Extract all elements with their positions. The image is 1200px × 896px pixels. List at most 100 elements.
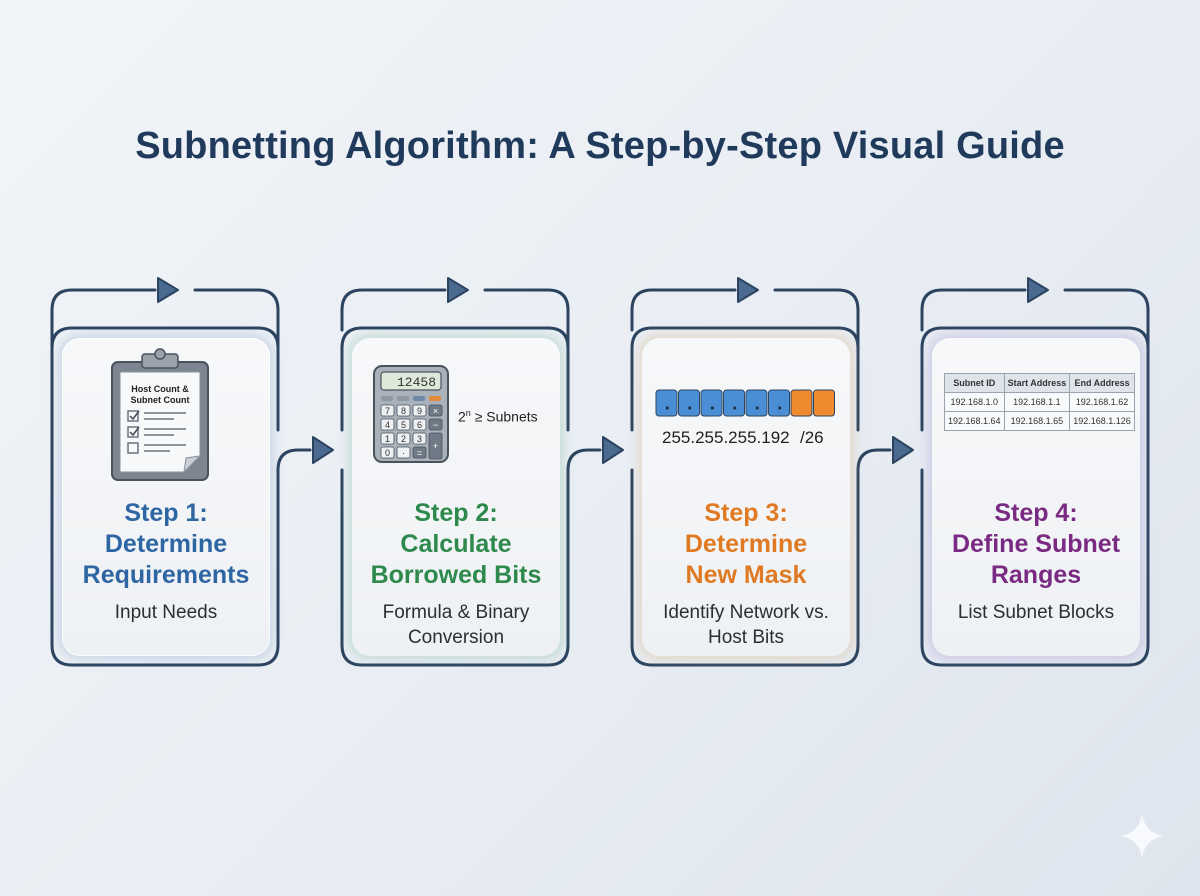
arrow-head-icon bbox=[602, 436, 624, 464]
step-title-line: Determine bbox=[104, 530, 228, 558]
calculator-key-label: · bbox=[402, 448, 405, 458]
network-bit-segment bbox=[700, 389, 723, 417]
calculator-key-label: = bbox=[417, 448, 422, 458]
arrow-head-icon bbox=[157, 277, 179, 303]
outer-frame-2 bbox=[340, 448, 602, 667]
step-title-line: Define Subnet bbox=[951, 530, 1121, 558]
calculator-key bbox=[396, 418, 411, 431]
formula: 2n ≥ Subnets bbox=[458, 408, 538, 425]
page-title: Subnetting Algorithm: A Step-by-Step Vis… bbox=[135, 125, 1065, 167]
outer-frame-3 bbox=[630, 448, 892, 667]
inner-frame-2 bbox=[340, 326, 570, 432]
step-title-line: New Mask bbox=[685, 561, 807, 589]
arrow-head-icon bbox=[737, 277, 759, 303]
loop-line-1 bbox=[50, 288, 157, 332]
formula-exponent: n bbox=[465, 408, 471, 418]
bit-mask-bar-icon bbox=[655, 389, 835, 417]
calculator-key-label: 8 bbox=[401, 406, 406, 416]
loop-line-2b bbox=[483, 288, 570, 432]
step-title-line: Step 3: bbox=[704, 499, 788, 527]
step-subtitle: Input Needs bbox=[62, 600, 270, 625]
arrow-head-icon bbox=[447, 277, 469, 303]
calculator-key bbox=[396, 432, 411, 445]
step-card-3: 255.255.255.192 /26 Step 3: Determine Ne… bbox=[642, 338, 850, 656]
arrow-head-icon bbox=[312, 436, 334, 464]
table-row: 192.168.1.0 192.168.1.1 192.168.1.62 bbox=[944, 392, 1135, 412]
step-title-line: Step 4: bbox=[994, 499, 1078, 527]
table-cell: 192.168.1.65 bbox=[1003, 411, 1071, 431]
step-subtitle-line: List Subnet Blocks bbox=[957, 602, 1115, 623]
step-title-line: Step 1: bbox=[124, 499, 208, 527]
calculator-key-label: 1 bbox=[385, 434, 390, 444]
network-bit-segment bbox=[678, 389, 700, 417]
outer-frame-1 bbox=[50, 328, 312, 667]
segment-dot bbox=[665, 406, 669, 410]
step-subtitle-line: Conversion bbox=[407, 627, 505, 648]
loop-line-4b bbox=[920, 288, 1150, 667]
calculator-key-label: − bbox=[433, 420, 438, 430]
calculator-key bbox=[428, 432, 443, 460]
step-title-line: Ranges bbox=[990, 561, 1082, 589]
step-card-4: Subnet ID Start Address End Address 192.… bbox=[932, 338, 1140, 656]
step-subtitle: List Subnet Blocks bbox=[932, 600, 1140, 625]
step-subtitle-line: Formula & Binary bbox=[382, 602, 530, 623]
calculator-key bbox=[380, 432, 395, 445]
table-cell: 192.168.1.64 bbox=[944, 411, 1005, 431]
step-subtitle: Identify Network vs. Host Bits bbox=[642, 600, 850, 650]
column-header: End Address bbox=[1069, 373, 1135, 393]
calculator-key bbox=[380, 418, 395, 431]
network-bit-segment bbox=[723, 389, 745, 417]
step-title-line: Step 2: bbox=[414, 499, 498, 527]
calculator-key-label: 3 bbox=[417, 434, 422, 444]
clipboard-text-line1: Host Count & bbox=[131, 384, 189, 394]
inner-frame-4 bbox=[920, 326, 1150, 432]
calculator-key bbox=[412, 446, 427, 459]
network-bit-segment bbox=[768, 389, 790, 417]
table-row: 192.168.1.64 192.168.1.65 192.168.1.126 bbox=[944, 411, 1135, 431]
network-bit-segment bbox=[745, 389, 768, 417]
calculator-key-label: 5 bbox=[401, 420, 406, 430]
table-cell: 192.168.1.1 bbox=[1003, 392, 1071, 412]
loop-line-4 bbox=[920, 288, 1027, 332]
calculator-key bbox=[428, 404, 443, 417]
column-header: Start Address bbox=[1003, 373, 1071, 393]
inner-frame-3 bbox=[630, 326, 860, 432]
clipboard-text-line2: Subnet Count bbox=[131, 395, 190, 405]
cidr-prefix: /26 bbox=[800, 428, 824, 447]
calculator-key bbox=[412, 404, 427, 417]
loop-line-3 bbox=[630, 288, 737, 332]
calculator-key bbox=[428, 418, 443, 431]
step-title-line: Calculate bbox=[400, 530, 512, 558]
calculator-key bbox=[396, 404, 411, 417]
step-title: Step 4: Define Subnet Ranges bbox=[932, 498, 1140, 591]
step-card-1: Host Count & Subnet Count Step 1: Determ… bbox=[62, 338, 270, 656]
sparkle-icon bbox=[1120, 814, 1164, 858]
calculator-key bbox=[380, 446, 395, 459]
arrow-head-icon bbox=[1027, 277, 1049, 303]
formula-rest: ≥ Subnets bbox=[470, 408, 538, 425]
segment-dot bbox=[733, 406, 737, 410]
arrow-head-icon bbox=[892, 436, 914, 464]
table-cell: 192.168.1.126 bbox=[1069, 411, 1135, 431]
calculator-key bbox=[412, 432, 427, 445]
step-title-line: Requirements bbox=[82, 561, 250, 589]
step-title: Step 2: Calculate Borrowed Bits bbox=[352, 498, 560, 591]
calculator-key-label: 2 bbox=[401, 434, 406, 444]
subnet-mask-value: 255.255.255.192 bbox=[662, 428, 790, 447]
step-title-line: Determine bbox=[684, 530, 808, 558]
calculator-key-label: 6 bbox=[417, 420, 422, 430]
calculator-key bbox=[380, 404, 395, 417]
subnet-table: Subnet ID Start Address End Address 192.… bbox=[944, 373, 1135, 431]
host-bit-segment bbox=[813, 389, 835, 417]
loop-line-2 bbox=[340, 288, 447, 332]
segment-dot bbox=[755, 406, 759, 410]
segment-dot bbox=[710, 406, 714, 410]
step-subtitle-line: Input Needs bbox=[114, 602, 218, 623]
table-cell: 192.168.1.0 bbox=[944, 392, 1005, 412]
calculator-key-label: + bbox=[433, 441, 438, 451]
column-header: Subnet ID bbox=[944, 373, 1005, 393]
network-bit-segment bbox=[655, 389, 678, 417]
calculator-key-label: 9 bbox=[417, 406, 422, 416]
